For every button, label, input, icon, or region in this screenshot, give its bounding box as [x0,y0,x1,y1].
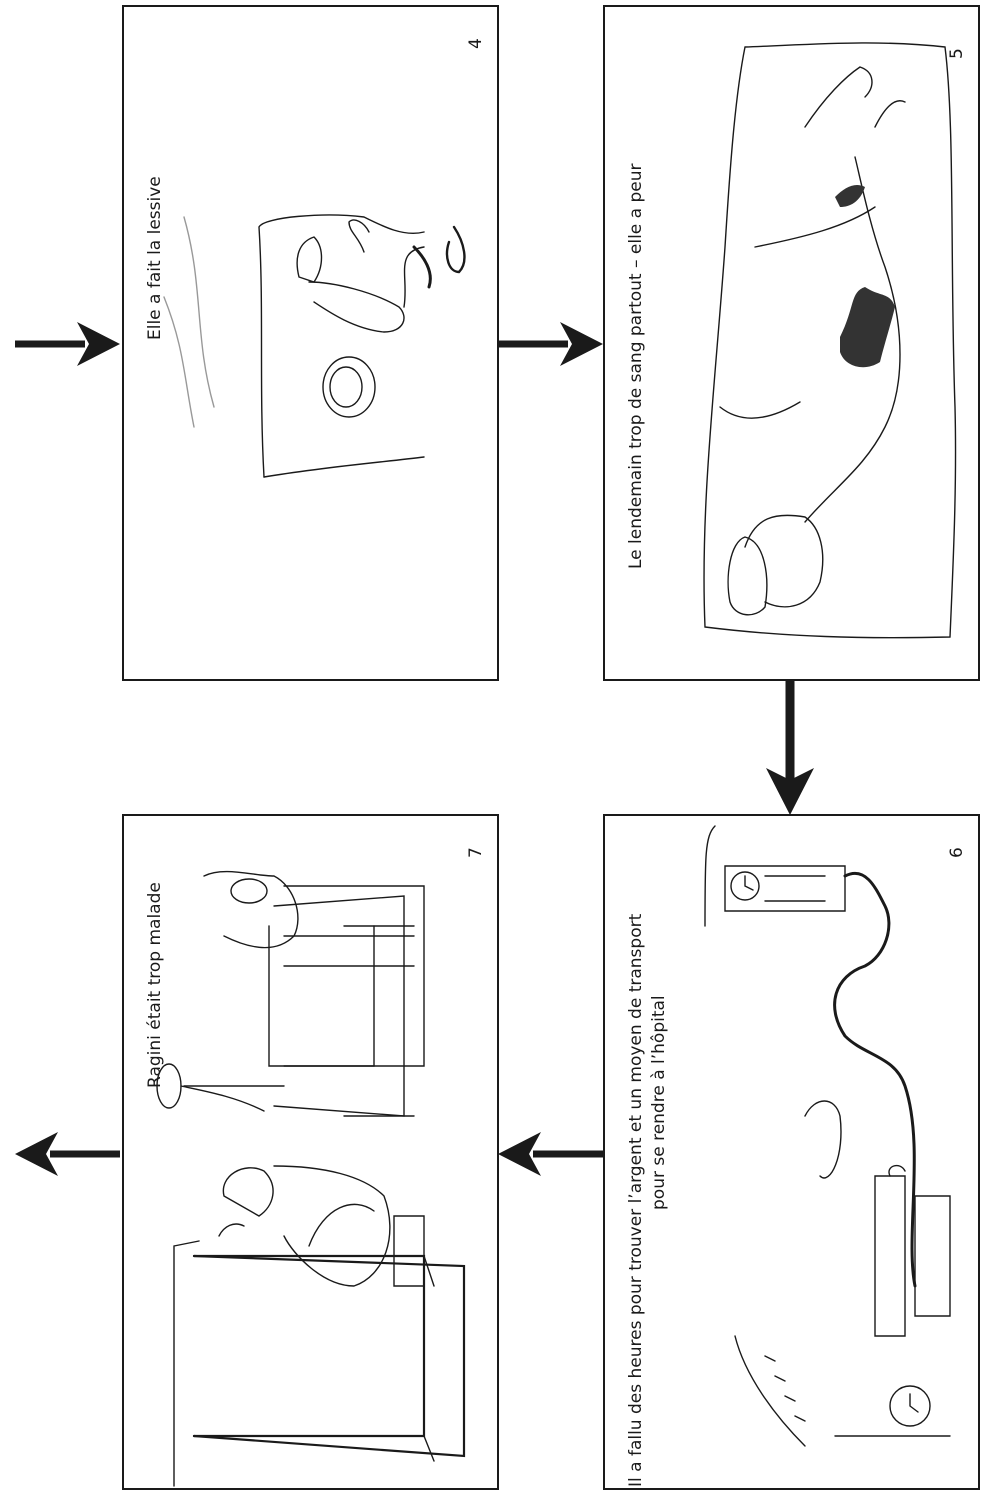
panel-7-caption: Ragini était trop malade [145,882,165,1088]
panel-6-caption-line-2: pour se rendre à l’hôpital [649,995,669,1210]
panel-7: Ragini était trop malade 7 [122,814,499,1490]
bleeding-woman-illustration [703,42,957,639]
journey-to-hospital-illustration [704,825,951,1447]
panel-5-caption: Le lendemain trop de sang partout – elle… [626,163,646,569]
panel-4-caption: Elle a fait la lessive [145,176,165,340]
arrow-out-of-panel-7 [15,1132,120,1176]
panel-6: Il a fallu des heures pour trouver l’arg… [603,814,980,1490]
panel-7-number: 7 [466,847,486,858]
panel-5-number: 5 [947,48,967,59]
panel-4: Elle a fait la lessive 4 [122,5,499,681]
panel-4-number: 4 [466,38,486,49]
arrow-into-panel-4 [15,322,120,366]
arrow-panel-5-to-6 [766,680,814,815]
panel-5: Le lendemain trop de sang partout – elle… [603,5,980,681]
arrow-panel-4-to-5 [498,322,603,366]
arrow-panel-6-to-7 [498,1132,603,1176]
hospital-bed-illustration [156,870,466,1487]
panel-6-caption-line-1: Il a fallu des heures pour trouver l’arg… [626,913,646,1487]
laundry-illustration [163,214,466,478]
panel-6-number: 6 [947,847,967,858]
